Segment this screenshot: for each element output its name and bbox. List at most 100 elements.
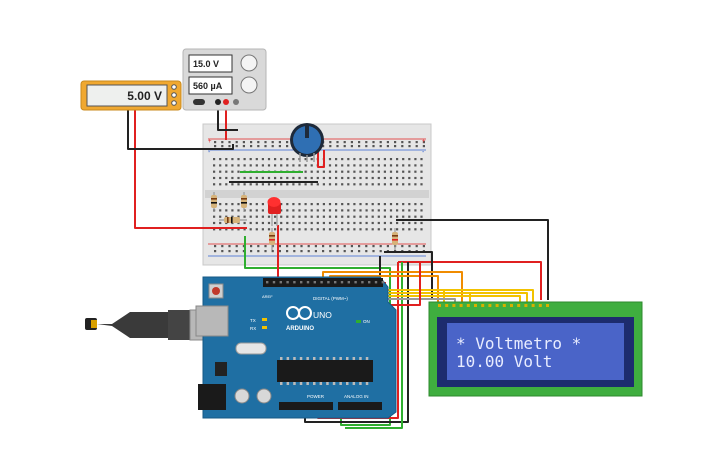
digital-header[interactable]: [263, 278, 383, 287]
breadboard-hole: [336, 250, 339, 253]
breadboard-hole: [396, 158, 399, 161]
resistor-4[interactable]: [269, 228, 275, 250]
breadboard-hole: [402, 209, 405, 212]
breadboard-hole: [386, 245, 389, 248]
breadboard-hole: [286, 158, 289, 161]
breadboard-hole: [310, 203, 313, 206]
breadboard-hole: [377, 164, 380, 167]
breadboard-hole: [261, 164, 264, 167]
breadboard-hole: [350, 145, 353, 148]
multimeter-terminal-a[interactable]: [171, 84, 177, 90]
breadboard-hole: [371, 221, 374, 225]
lcd-pin: [510, 304, 513, 307]
breadboard-hole: [221, 145, 224, 148]
breadboard-hole: [280, 158, 283, 161]
breadboard-hole: [365, 228, 368, 231]
breadboard-hole: [237, 215, 240, 218]
breadboard-hole: [249, 183, 252, 186]
breadboard-hole: [221, 245, 224, 248]
breadboard-hole: [261, 183, 264, 186]
wire-black-lcd-gnd[interactable]: [396, 219, 549, 300]
breadboard-hole: [298, 164, 301, 167]
resistor-3[interactable]: [219, 217, 247, 223]
lcd-pin: [531, 304, 535, 307]
breadboard-hole: [322, 228, 325, 231]
on-label: ON: [363, 319, 370, 324]
resistor-5[interactable]: [392, 228, 398, 250]
breadboard-hole: [322, 209, 325, 212]
breadboard-hole: [377, 176, 380, 180]
breadboard-hole: [255, 183, 258, 186]
breadboard-hole: [328, 164, 332, 167]
breadboard-hole: [341, 209, 344, 212]
breadboard-hole: [310, 176, 313, 180]
wire-black-supply[interactable]: [217, 101, 238, 131]
arduino-uno[interactable]: DIGITAL (PWM~) AREF UNO ARDUINO TX RX ON…: [195, 276, 397, 419]
breadboard-hole: [304, 203, 307, 206]
breadboard-hole: [271, 245, 274, 248]
red-led[interactable]: [267, 197, 282, 226]
current-knob[interactable]: [240, 76, 258, 94]
breadboard-hole: [341, 176, 344, 180]
multimeter-terminal-c[interactable]: [171, 100, 177, 106]
breadboard-hole: [267, 164, 271, 167]
breadboard-hole: [365, 245, 368, 248]
power-supply[interactable]: 15.0 V 560 µA: [182, 48, 267, 111]
analog-header[interactable]: [338, 402, 382, 410]
breadboard-hole: [328, 170, 332, 173]
wire-red-lcd-vcc[interactable]: [398, 261, 542, 300]
chip-pin: [332, 382, 336, 385]
breadboard-hole: [219, 203, 222, 206]
breadboard-hole: [389, 164, 393, 167]
resistor-1[interactable]: [211, 192, 217, 212]
wire-green-arduino[interactable]: [345, 262, 403, 429]
breadboard-hole: [213, 228, 216, 231]
multimeter-terminal-v[interactable]: [171, 92, 177, 98]
breadboard-hole: [350, 250, 353, 253]
breadboard-hole: [255, 158, 258, 161]
voltage-knob[interactable]: [240, 54, 258, 72]
breadboard-hole: [242, 250, 245, 253]
breadboard-hole: [389, 209, 393, 212]
rail-plus-label: +: [208, 139, 212, 145]
chip-pin: [326, 382, 329, 385]
wire-red-pot[interactable]: [317, 150, 325, 168]
lcd-display[interactable]: * Voltmetro * 10.00 Volt: [428, 301, 643, 397]
breadboard-hole: [292, 158, 295, 161]
breadboard-hole: [214, 245, 217, 248]
breadboard-hole: [280, 215, 283, 218]
breadboard-hole: [350, 245, 353, 248]
breadboard-hole: [304, 221, 307, 225]
digital-pin: [320, 281, 323, 284]
supply-switch[interactable]: [193, 99, 205, 105]
breadboard-hole: [231, 228, 234, 231]
breadboard-hole: [314, 250, 317, 253]
breadboard-hole: [322, 250, 325, 253]
breadboard-hole: [237, 176, 240, 180]
supply-terminal-red[interactable]: [223, 99, 229, 105]
potentiometer[interactable]: [290, 123, 324, 162]
breadboard-hole: [274, 164, 277, 167]
breadboard-hole: [389, 170, 393, 173]
digital-pin: [272, 281, 276, 284]
breadboard-hole: [353, 170, 356, 173]
breadboard-hole: [402, 170, 405, 173]
breadboard-hole: [341, 215, 344, 218]
wire-black-top[interactable]: [384, 251, 433, 300]
breadboard-hole: [359, 158, 362, 161]
digital-pin: [354, 281, 357, 284]
resistor-2[interactable]: [241, 192, 247, 212]
breadboard-hole: [414, 164, 417, 167]
breadboard-hole: [316, 183, 319, 186]
breadboard-hole: [420, 164, 423, 167]
supply-terminal-gray[interactable]: [233, 99, 239, 105]
digital-pin: [347, 281, 350, 284]
digital-pin: [368, 281, 371, 284]
breadboard-hole: [371, 176, 374, 180]
multimeter[interactable]: 5.00 V: [80, 80, 182, 111]
wire-black-multimeter[interactable]: [127, 110, 234, 150]
power-jack[interactable]: [198, 384, 226, 410]
supply-terminal-black[interactable]: [215, 99, 221, 105]
power-header[interactable]: [279, 402, 333, 410]
breadboard-hole: [322, 203, 325, 206]
